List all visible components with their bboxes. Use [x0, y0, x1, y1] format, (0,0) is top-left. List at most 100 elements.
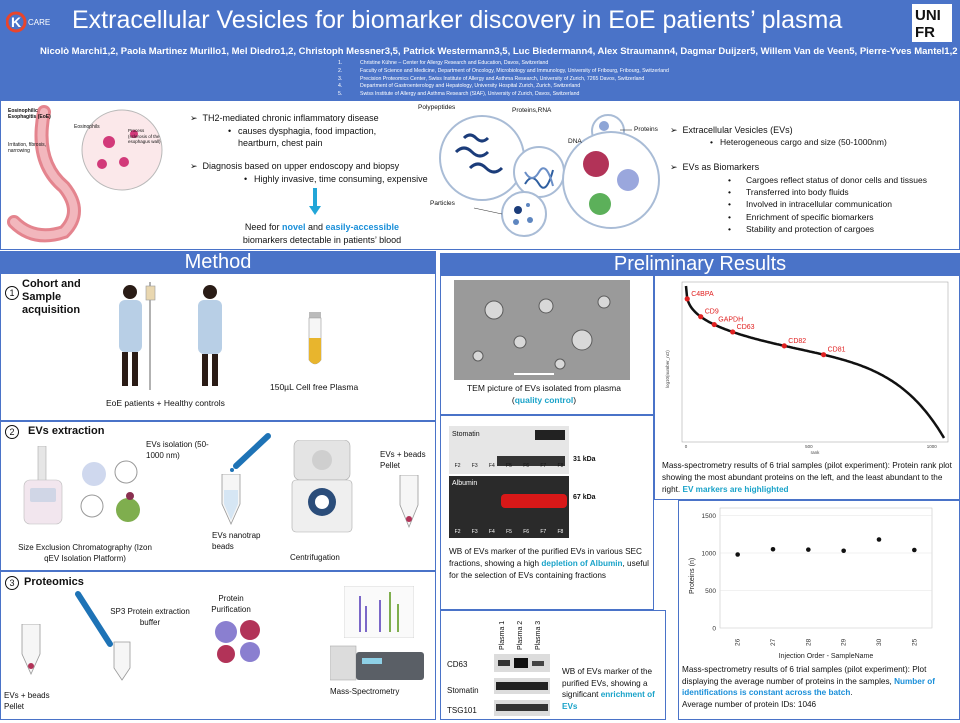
- count-x-tick: 25: [911, 638, 918, 646]
- proteomics-pellet-caption: EVs + beads Pellet: [4, 691, 50, 711]
- affiliation-number: 5.: [338, 91, 343, 98]
- marker-cd82-point: [781, 343, 787, 349]
- affiliation-number: 2.: [338, 67, 343, 74]
- rank-x-tick: 500: [805, 444, 813, 449]
- affiliation-1: 1.Christine Kühne – Center for Allergy R…: [338, 60, 669, 68]
- wb-plasma-caption: WB of EVs marker of the purified EVs, sh…: [562, 667, 655, 711]
- step-3-title: Proteomics: [24, 576, 84, 588]
- particles-label: Particles: [430, 200, 455, 207]
- rank-y-axis-label: log10(number_nO): [665, 350, 670, 388]
- down-arrow-icon: [309, 188, 321, 221]
- affiliation-4: 4.Department of Gastroenterology and Hep…: [338, 83, 669, 91]
- ms-spectrum-icon: [343, 585, 415, 639]
- centrifugation-caption: Centrifugation: [290, 553, 340, 562]
- plasma-caption: 150µL Cell free Plasma: [270, 382, 359, 392]
- affiliation-text: Swiss Institute of Allergy and Asthma Re…: [360, 91, 580, 98]
- count-point-25: [912, 547, 917, 553]
- pellet-caption: EVs + beads Pellet: [380, 450, 426, 470]
- step-3-number: 3: [5, 576, 19, 590]
- svg-text:K: K: [11, 14, 21, 30]
- ev-cargo-figure: [420, 102, 666, 248]
- rank-plot-caption: Mass-spectrometry results of 6 trial sam…: [662, 461, 952, 494]
- count-x-tick: 29: [841, 638, 848, 646]
- pipette-icon: [226, 432, 274, 472]
- mass-spectrometer-icon: [329, 640, 426, 682]
- sec-instrument: [20, 445, 66, 528]
- marker-c4bpa-point: [684, 296, 690, 302]
- count-y-axis-label: Proteins (n): [689, 558, 696, 594]
- wb2-lane-labels: Plasma 1 Plasma 2 Plasma 3: [494, 612, 556, 652]
- wb-kda67: 67 kDa: [573, 494, 596, 501]
- intro-bullet-2: ➢ Diagnosis based on upper endoscopy and…: [190, 161, 400, 171]
- affiliation-2: 2.Faculty of Science and Medicine, Depar…: [338, 68, 669, 76]
- count-x-tick: 28: [805, 638, 812, 646]
- count-point-29: [841, 548, 846, 554]
- wb2-lane-1: Plasma 1: [499, 621, 506, 650]
- affiliation-list: 1.Christine Kühne – Center for Allergy R…: [338, 60, 669, 99]
- proteins-label: Proteins: [634, 126, 658, 133]
- marker-cd82-label: CD82: [788, 338, 806, 345]
- wb-plasma-panel: [440, 610, 666, 720]
- step-2-number: 2: [5, 425, 19, 439]
- intro-bullet-1: ➢ TH2-mediated chronic inflammatory dise…: [190, 113, 379, 123]
- method-step-2-panel: [0, 421, 436, 571]
- svg-text:UNI: UNI: [915, 7, 941, 24]
- irritation-label: Irritation, fibrosis, narrowing: [8, 142, 47, 154]
- wb-kda31: 31 kDa: [573, 456, 596, 463]
- marker-c4bpa-label: C4BPA: [691, 291, 714, 298]
- wb-fractions-caption: WB of EVs marker of the purified EVs in …: [449, 547, 649, 580]
- count-point-26: [735, 552, 740, 557]
- count-x-tick: 26: [735, 638, 742, 646]
- wb-stomatin-blot: [449, 426, 569, 474]
- count-y-tick: 0: [712, 626, 716, 633]
- ev-bullet-2: ➢ EVs as Biomarkers: [670, 162, 760, 172]
- wb2-lane-3: Plasma 3: [535, 621, 542, 650]
- ev-sub-2-4: •Enrichment of specific biomarkers: [728, 212, 874, 222]
- svg-text:CARE: CARE: [28, 18, 50, 27]
- proteomics-tube: [20, 623, 42, 676]
- purification-caption: Protein Purification: [211, 594, 251, 614]
- ev-sub-2-5: •Stability and protection of cargoes: [728, 224, 875, 234]
- plasma-tube: [308, 312, 322, 368]
- tem-image: [454, 280, 630, 380]
- marker-cd63-point: [730, 329, 736, 335]
- sec-caption: Size Exclusion Chromatography (Izon qEV …: [18, 543, 152, 563]
- count-y-tick: 500: [705, 588, 716, 595]
- count-x-tick: 27: [770, 638, 777, 646]
- count-y-tick: 1500: [702, 513, 717, 520]
- poster-title: Extracellular Vesicles for biomarker dis…: [72, 6, 843, 34]
- affiliation-3: 3.Precision Proteomics Center, Swiss Ins…: [338, 76, 669, 84]
- ev-bullet-1: ➢ Extracellular Vesicles (EVs): [670, 125, 793, 135]
- marker-gapdh-point: [711, 321, 717, 328]
- poster-header: [0, 0, 960, 100]
- eosinophils-label: Eosinophils: [74, 124, 100, 130]
- affiliation-number: 4.: [338, 83, 343, 90]
- ev-isolation-label: EVs isolation (50-1000 nm): [146, 440, 209, 460]
- polypeptides-label: Polypeptides: [418, 104, 456, 111]
- dna-label: DNA: [568, 138, 582, 145]
- centrifuge-icon: [290, 439, 354, 536]
- tem-caption: TEM picture of EVs isolated from plasma …: [466, 383, 621, 405]
- affiliation-5: 5. Swiss Institute of Allergy and Asthma …: [338, 91, 669, 99]
- wb2-lane-2: Plasma 2: [517, 621, 524, 650]
- affiliation-text: Precision Proteomics Center, Swiss Insti…: [360, 75, 645, 82]
- intro-sub-1: •causes dysphagia, food impaction, heart…: [228, 126, 377, 148]
- affiliation-text: Christine Kühne – Center for Allergy Res…: [360, 60, 549, 66]
- rank-x-tick: 1000: [927, 444, 938, 449]
- wb-albumin-label: Albumin: [452, 480, 478, 487]
- marker-cd9-point: [698, 314, 704, 320]
- process-label: Process (sclerosis of the esophagus wall…: [128, 128, 161, 144]
- rank-x-tick: 0: [685, 444, 688, 449]
- wb2-row-cd63: CD63: [447, 660, 468, 669]
- ev-sub-1: •Heterogeneous cargo and size (50-1000nm…: [710, 137, 887, 147]
- count-point-28: [806, 547, 811, 552]
- ev-sub-2-2: •Transferred into body fluids: [728, 187, 849, 197]
- eoe-label: Eosinophilic Esophagitis (EoE): [8, 108, 51, 120]
- sp3-pipette-icon: [70, 590, 136, 682]
- purified-proteins-icon: [206, 614, 268, 666]
- patient-figure: [190, 280, 230, 392]
- wb2-row-tsg101: TSG101: [447, 706, 477, 715]
